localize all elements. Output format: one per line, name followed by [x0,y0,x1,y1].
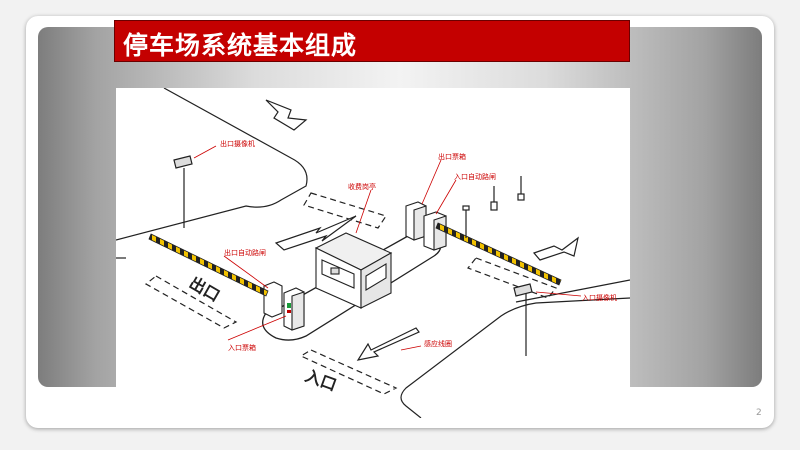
slide-title: 停车场系统基本组成 [123,31,358,60]
label-exit-box: 出口票箱 [438,152,466,161]
label-entry-barrier-top: 入口自动路闸 [454,172,496,181]
diagram-labels: 出口摄像机 收费岗亭 出口票箱 入口自动路闸 出口自动路闸 入口票箱 入口摄像机… [220,139,617,352]
entry-camera [513,283,533,356]
label-entry-camera: 入口摄像机 [582,293,617,302]
diagram-svg: 出口摄像机 收费岗亭 出口票箱 入口自动路闸 出口自动路闸 入口票箱 入口摄像机… [115,87,631,419]
label-toll-booth: 收费岗亭 [348,182,376,191]
barrier-arms [148,222,562,297]
entry-box-equipment [263,281,305,331]
title-bar: 停车场系统基本组成 [114,20,630,62]
label-entry-box: 入口票箱 [228,343,256,352]
loop-markings [144,192,557,395]
road-upper-left [115,87,308,259]
leader-lines [193,145,582,351]
page-number: 2 [756,408,762,418]
road-mark-exit: 出口 [186,273,223,305]
direction-arrows [265,99,579,361]
bollards [462,176,525,238]
label-exit-camera: 出口摄像机 [220,139,255,148]
road-mark-entry: 入口 [303,366,340,395]
toll-booth [314,232,393,309]
exit-camera [173,155,193,228]
road-lower-right [400,279,631,419]
label-exit-barrier: 出口自动路闸 [224,248,266,257]
label-loop-detector: 感应线圈 [424,339,452,348]
parking-system-diagram: 出口摄像机 收费岗亭 出口票箱 入口自动路闸 出口自动路闸 入口票箱 入口摄像机… [115,87,631,419]
exit-box-equipment [405,201,447,251]
